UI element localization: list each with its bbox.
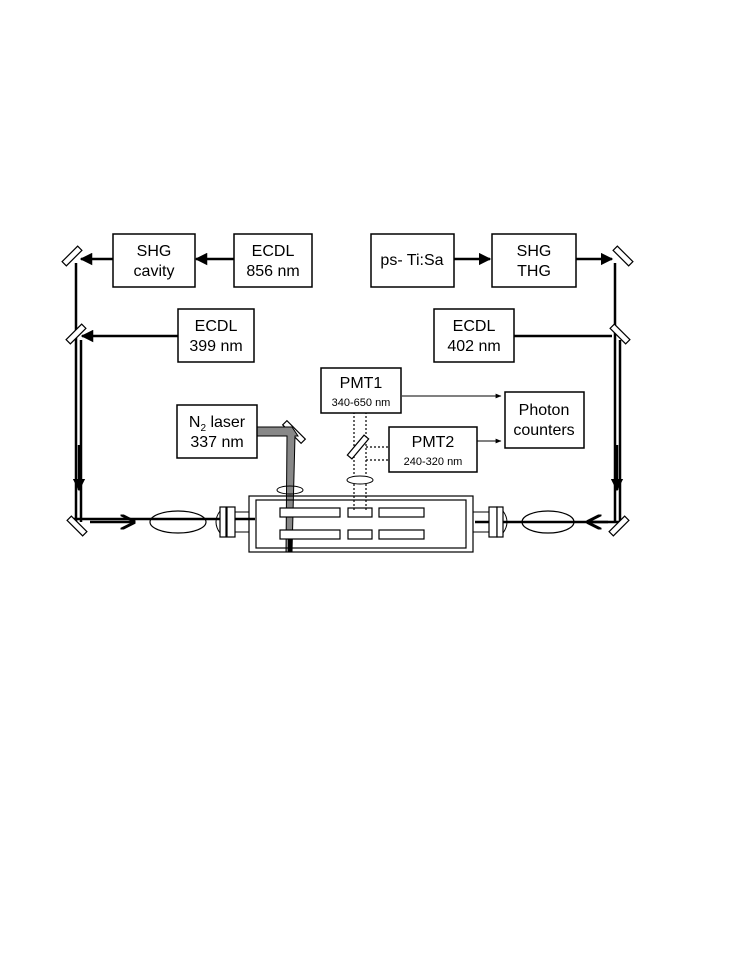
dichroic-mirror bbox=[346, 434, 370, 460]
ti-sa-box: ps- Ti:Sa bbox=[370, 233, 455, 288]
mirror-top-right bbox=[612, 245, 634, 267]
lens-n2 bbox=[276, 485, 304, 495]
svg-text:337 nm: 337 nm bbox=[190, 434, 243, 451]
n2-laser-box: N2 laser 337 nm bbox=[176, 404, 258, 459]
left-beams bbox=[72, 252, 255, 522]
ecdl-399-box: ECDL 399 nm bbox=[177, 308, 255, 363]
ecdl-402-box: ECDL 402 nm bbox=[433, 308, 515, 363]
ecdl-856-box: ECDL 856 nm bbox=[233, 233, 313, 288]
pmt2-box: PMT2 240-320 nm bbox=[388, 426, 478, 473]
fluorescence-path bbox=[346, 393, 502, 510]
svg-text:counters: counters bbox=[513, 422, 574, 439]
mirror-mid-right bbox=[609, 323, 631, 345]
svg-text:SHG: SHG bbox=[517, 243, 552, 260]
right-beams bbox=[454, 252, 624, 522]
svg-text:THG: THG bbox=[517, 263, 551, 280]
lens-right bbox=[521, 510, 575, 534]
svg-text:399 nm: 399 nm bbox=[189, 338, 242, 355]
mirror-top-left bbox=[61, 245, 83, 267]
svg-text:240-320 nm: 240-320 nm bbox=[404, 456, 463, 468]
shg-thg-box: SHG THG bbox=[491, 233, 577, 288]
svg-text:N2 laser: N2 laser bbox=[189, 414, 246, 434]
svg-text:PMT2: PMT2 bbox=[412, 434, 455, 451]
svg-text:SHG: SHG bbox=[137, 243, 172, 260]
mirror-mid-left bbox=[65, 323, 87, 345]
svg-text:340-650 nm: 340-650 nm bbox=[332, 397, 391, 409]
svg-text:402 nm: 402 nm bbox=[447, 338, 500, 355]
trap-chamber bbox=[149, 485, 575, 553]
svg-text:Photon: Photon bbox=[519, 402, 570, 419]
svg-text:856 nm: 856 nm bbox=[246, 263, 299, 280]
shg-cavity-box: SHG cavity bbox=[112, 233, 196, 288]
svg-text:ECDL: ECDL bbox=[453, 318, 496, 335]
pmt1-box: PMT1 340-650 nm bbox=[320, 367, 402, 414]
photon-counters-box: Photon counters bbox=[504, 391, 585, 449]
mirror-bottom-right bbox=[608, 515, 630, 537]
lens-fluorescence bbox=[346, 475, 374, 485]
svg-text:ECDL: ECDL bbox=[252, 243, 295, 260]
mirror-bottom-left bbox=[66, 515, 88, 537]
svg-text:PMT1: PMT1 bbox=[340, 375, 383, 392]
lens-left bbox=[149, 510, 207, 534]
svg-text:ps- Ti:Sa: ps- Ti:Sa bbox=[380, 252, 443, 269]
svg-text:cavity: cavity bbox=[134, 263, 175, 280]
svg-text:ECDL: ECDL bbox=[195, 318, 238, 335]
